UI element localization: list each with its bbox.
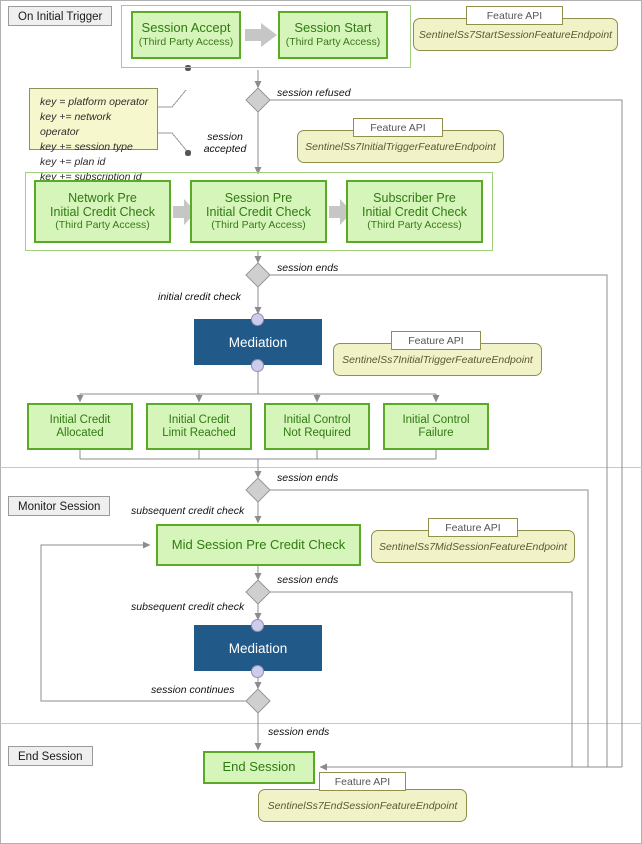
- node-subscriber-pre-line1: Subscriber Pre: [373, 191, 456, 206]
- note-line-5: key += subscription id: [40, 170, 142, 183]
- node-session-accept-subtitle: (Third Party Access): [138, 35, 234, 48]
- mediation-initial-input-pin: [251, 313, 264, 326]
- node-network-pre-initial-credit-check[interactable]: Network Pre Initial Credit Check (Third …: [34, 180, 171, 243]
- node-subscriber-pre-subtitle: (Third Party Access): [367, 219, 462, 232]
- edge-label-session-continues: session continues: [151, 684, 235, 696]
- feature-api-initial-trigger-top-tab: Feature API: [353, 118, 443, 137]
- node-initial-credit-limit-reached[interactable]: Initial Credit Limit Reached: [146, 403, 252, 450]
- lane-label-end-session: End Session: [8, 746, 93, 766]
- note-line-1: key = platform operator: [40, 96, 149, 108]
- edge-label-session-ends-3: session ends: [277, 574, 339, 586]
- node-session-pre-initial-credit-check[interactable]: Session Pre Initial Credit Check (Third …: [190, 180, 327, 243]
- node-initial-credit-limit-line1: Initial Credit: [168, 413, 230, 426]
- feature-api-initial-trigger-mediation-tab: Feature API: [391, 331, 481, 350]
- node-network-pre-line1: Network Pre: [68, 191, 137, 206]
- node-session-pre-subtitle: (Third Party Access): [211, 219, 306, 232]
- node-session-start[interactable]: Session Start (Third Party Access): [278, 11, 388, 59]
- edge-label-session-refused-1: session refused: [277, 87, 351, 99]
- node-end-session-title: End Session: [222, 759, 296, 775]
- edge-label-session-accepted-line1: session: [207, 131, 243, 143]
- node-mid-session-pre-credit-check[interactable]: Mid Session Pre Credit Check: [156, 524, 361, 566]
- feature-api-end-session-tab: Feature API: [319, 772, 406, 791]
- edge-label-session-ends-2: session ends: [277, 472, 339, 484]
- node-initial-control-not-req-line1: Initial Control: [283, 413, 351, 426]
- edge-label-subsequent-credit-check-1: subsequent credit check: [131, 505, 245, 517]
- pre-credit-check-group-frame: [25, 172, 493, 251]
- lane-label-on-initial-trigger: On Initial Trigger: [8, 6, 113, 26]
- node-initial-control-failure[interactable]: Initial Control Failure: [383, 403, 489, 450]
- feature-api-start-session-tab: Feature API: [466, 6, 563, 25]
- node-mediation-initial[interactable]: Mediation: [194, 319, 322, 365]
- node-network-pre-subtitle: (Third Party Access): [55, 219, 150, 232]
- node-mediation-initial-title: Mediation: [228, 334, 288, 350]
- flow-chevron-icon: [245, 23, 277, 47]
- feature-api-mid-session-tab: Feature API: [428, 518, 518, 537]
- node-initial-control-not-required[interactable]: Initial Control Not Required: [264, 403, 370, 450]
- feature-api-end-session-body: SentinelSs7EndSessionFeatureEndpoint: [258, 789, 467, 822]
- edge-label-session-ends-4: session ends: [268, 726, 330, 738]
- note-key-composition: key = platform operator key += network o…: [29, 88, 158, 183]
- node-session-accept[interactable]: Session Accept (Third Party Access): [131, 11, 241, 59]
- node-end-session[interactable]: End Session: [203, 751, 315, 784]
- edge-label-session-accepted-line2: accepted: [203, 143, 247, 156]
- node-session-pre-line1: Session Pre: [224, 191, 293, 206]
- note-line-3: key += session type: [40, 140, 133, 153]
- node-session-start-subtitle: (Third Party Access): [285, 35, 381, 48]
- note-line-2: key += network operator: [40, 110, 112, 138]
- edge-label-session-accepted: session accepted: [199, 131, 251, 156]
- node-mid-session-pre-credit-check-title: Mid Session Pre Credit Check: [171, 536, 346, 552]
- edge-label-initial-credit-check: initial credit check: [158, 291, 241, 303]
- node-session-pre-line2: Initial Credit Check: [206, 205, 311, 220]
- node-initial-control-failure-line2: Failure: [418, 426, 454, 439]
- lane-label-monitor-session: Monitor Session: [8, 496, 111, 516]
- note-line-4: key += plan id: [40, 155, 106, 168]
- flow-chevron-icon-2: [173, 199, 196, 225]
- edge-label-subsequent-credit-check-2: subsequent credit check: [131, 601, 245, 613]
- node-mediation-mid-title: Mediation: [228, 640, 288, 656]
- flow-chevron-icon-3: [329, 199, 352, 225]
- edge-label-session-ends-1: session ends: [277, 262, 339, 274]
- node-mediation-mid[interactable]: Mediation: [194, 625, 322, 671]
- mediation-mid-output-pin: [251, 665, 264, 678]
- node-initial-credit-allocated-line2: Allocated: [56, 426, 104, 439]
- node-initial-control-not-req-line2: Not Required: [283, 426, 351, 439]
- mediation-initial-output-pin: [251, 359, 264, 372]
- node-initial-credit-limit-line2: Limit Reached: [162, 426, 236, 439]
- node-initial-control-failure-line1: Initial Control: [402, 413, 470, 426]
- node-subscriber-pre-line2: Initial Credit Check: [362, 205, 467, 220]
- node-subscriber-pre-initial-credit-check[interactable]: Subscriber Pre Initial Credit Check (Thi…: [346, 180, 483, 243]
- session-start-group-frame: [121, 5, 411, 68]
- node-initial-credit-allocated-line1: Initial Credit: [49, 413, 111, 426]
- mediation-mid-input-pin: [251, 619, 264, 632]
- node-session-start-title: Session Start: [294, 20, 372, 36]
- node-initial-credit-allocated[interactable]: Initial Credit Allocated: [27, 403, 133, 450]
- node-network-pre-line2: Initial Credit Check: [50, 205, 155, 220]
- node-session-accept-title: Session Accept: [141, 20, 231, 36]
